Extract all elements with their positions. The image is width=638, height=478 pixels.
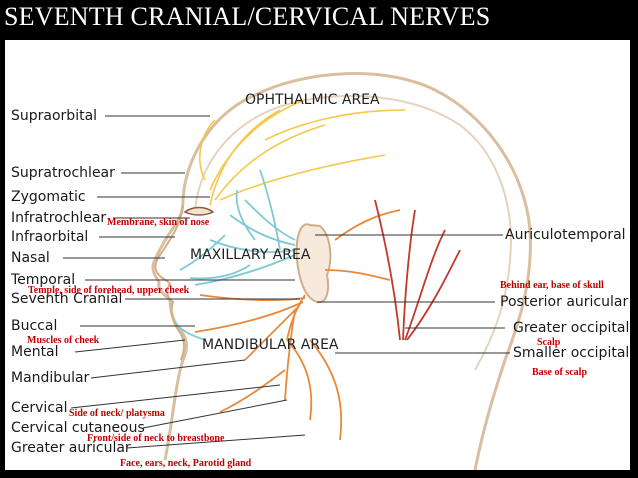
maxillary-nerves — [174, 169, 296, 341]
label-mental: Mental — [11, 344, 59, 360]
label-smaller-occipital: Smaller occipital — [513, 345, 630, 361]
label-nasal: Nasal — [11, 250, 50, 266]
note-behind-ear: Behind ear, base of skull — [500, 280, 604, 291]
note-side-of-neck: Side of neck/ platysma — [69, 408, 165, 419]
label-auriculotemporal: Auriculotemporal — [505, 227, 626, 243]
note-muscles: Muscles of cheek — [27, 335, 100, 346]
mandibular-area-label: MANDIBULAR AREA — [202, 337, 339, 353]
diagram-panel: OPHTHALMIC AREA MAXILLARY AREA MANDIBULA… — [5, 40, 630, 470]
leader-lines — [63, 115, 510, 449]
ophthalmic-area-label: OPHTHALMIC AREA — [245, 92, 380, 108]
label-greater-occipital: Greater occipital — [513, 320, 630, 336]
label-zygomatic: Zygomatic — [11, 189, 86, 205]
head-illustration — [63, 72, 532, 470]
label-cervical-cutaneous: Cervical cutaneous — [11, 420, 145, 436]
label-supraorbital: Supraorbital — [11, 108, 98, 124]
skull-line — [194, 94, 512, 371]
label-mandibular: Mandibular — [11, 370, 90, 386]
note-base-of-scalp: Base of scalp — [532, 367, 587, 378]
ear-shape — [295, 223, 332, 304]
label-infraorbital: Infraorbital — [11, 229, 89, 245]
label-greater-auricular: Greater auricular — [11, 440, 131, 456]
face-profile — [154, 204, 185, 361]
label-posterior-auricular: Posterior auricular — [500, 294, 629, 310]
eye-shape — [183, 206, 215, 216]
head-outline — [151, 72, 532, 470]
label-supratrochlear: Supratrochlear — [11, 165, 115, 181]
note-front-of-neck: Front/side of neck to breastbone — [87, 433, 225, 444]
label-infratrochlear: Infratrochlear — [11, 210, 107, 226]
maxillary-area-label: MAXILLARY AREA — [190, 247, 311, 263]
note-membrane: Membrane, skin of nose — [107, 217, 210, 228]
note-temple: Temple, side of forehead, upper cheek — [28, 285, 190, 296]
label-temporal: Temporal — [11, 272, 76, 288]
occipital-nerves — [374, 199, 461, 341]
slide-title: SEVENTH CRANIAL/CERVICAL NERVES — [4, 2, 491, 31]
label-cervical: Cervical — [11, 400, 68, 416]
label-seventh-cranial: Seventh Cranial — [11, 291, 123, 307]
ophthalmic-nerves — [199, 99, 406, 206]
note-face-ears: Face, ears, neck, Parotid gland — [120, 458, 252, 469]
label-buccal: Buccal — [11, 318, 58, 334]
note-scalp: Scalp — [537, 337, 561, 348]
